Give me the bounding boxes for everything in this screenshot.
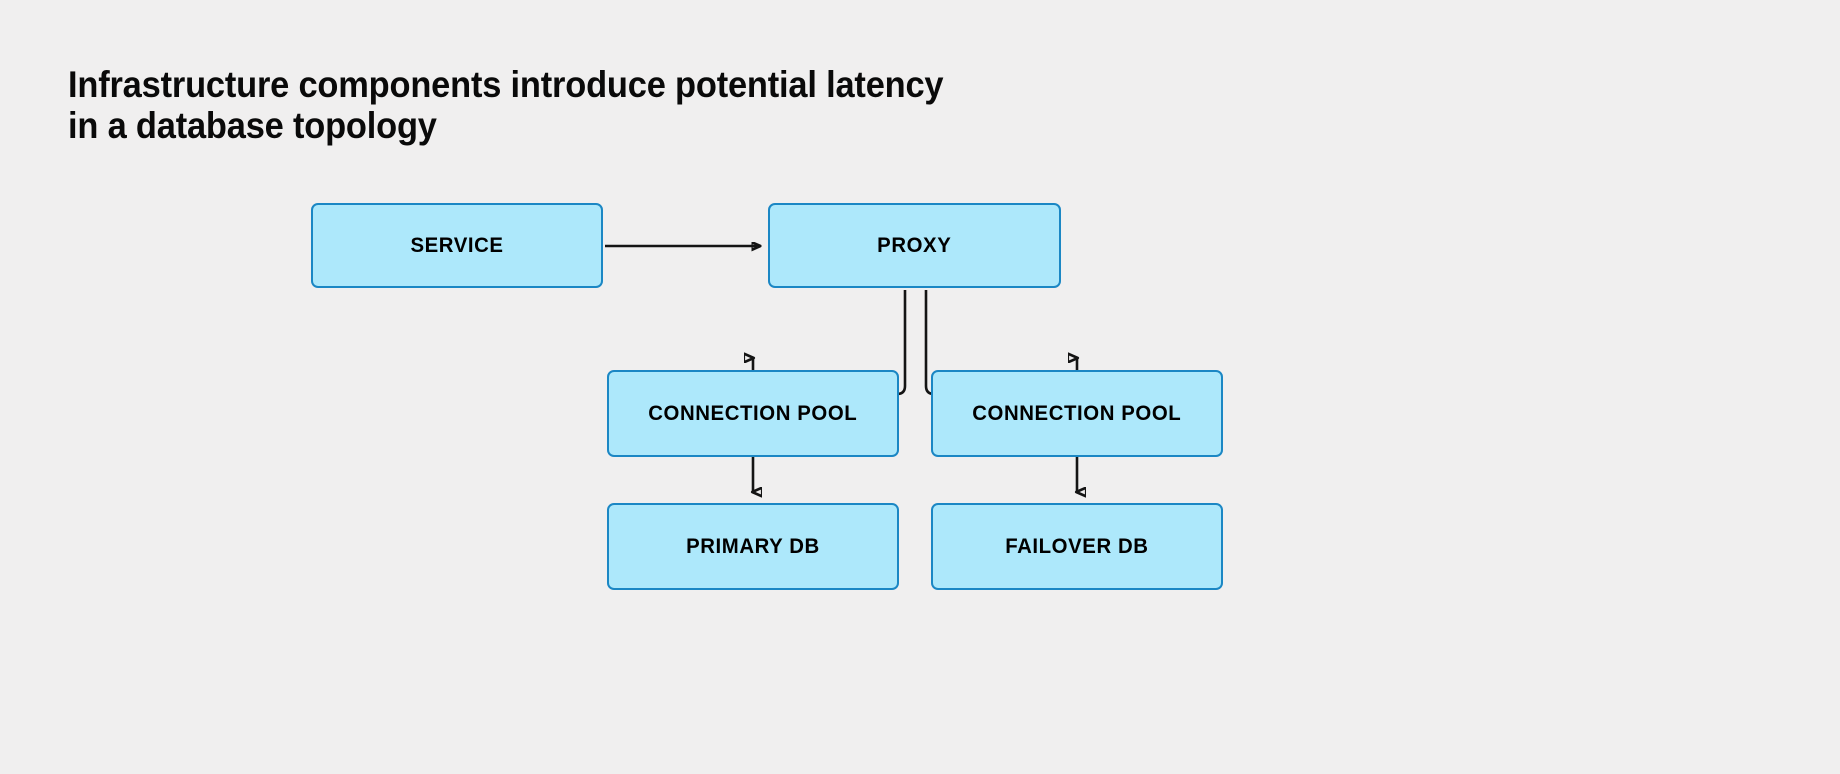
node-proxy[interactable]: PROXY — [768, 203, 1061, 288]
node-connection-pool-primary-label: CONNECTION POOL — [648, 401, 858, 425]
node-connection-pool-failover[interactable]: CONNECTION POOL — [931, 370, 1223, 457]
node-primary-db-label: PRIMARY DB — [686, 534, 820, 558]
node-failover-db[interactable]: FAILOVER DB — [931, 503, 1223, 590]
node-failover-db-label: FAILOVER DB — [1005, 534, 1149, 558]
node-connection-pool-failover-label: CONNECTION POOL — [972, 401, 1182, 425]
page-title: Infrastructure components introduce pote… — [68, 64, 944, 147]
node-primary-db[interactable]: PRIMARY DB — [607, 503, 899, 590]
node-proxy-label: PROXY — [877, 233, 952, 257]
node-service-label: SERVICE — [410, 233, 504, 257]
node-service[interactable]: SERVICE — [311, 203, 603, 288]
node-connection-pool-primary[interactable]: CONNECTION POOL — [607, 370, 899, 457]
